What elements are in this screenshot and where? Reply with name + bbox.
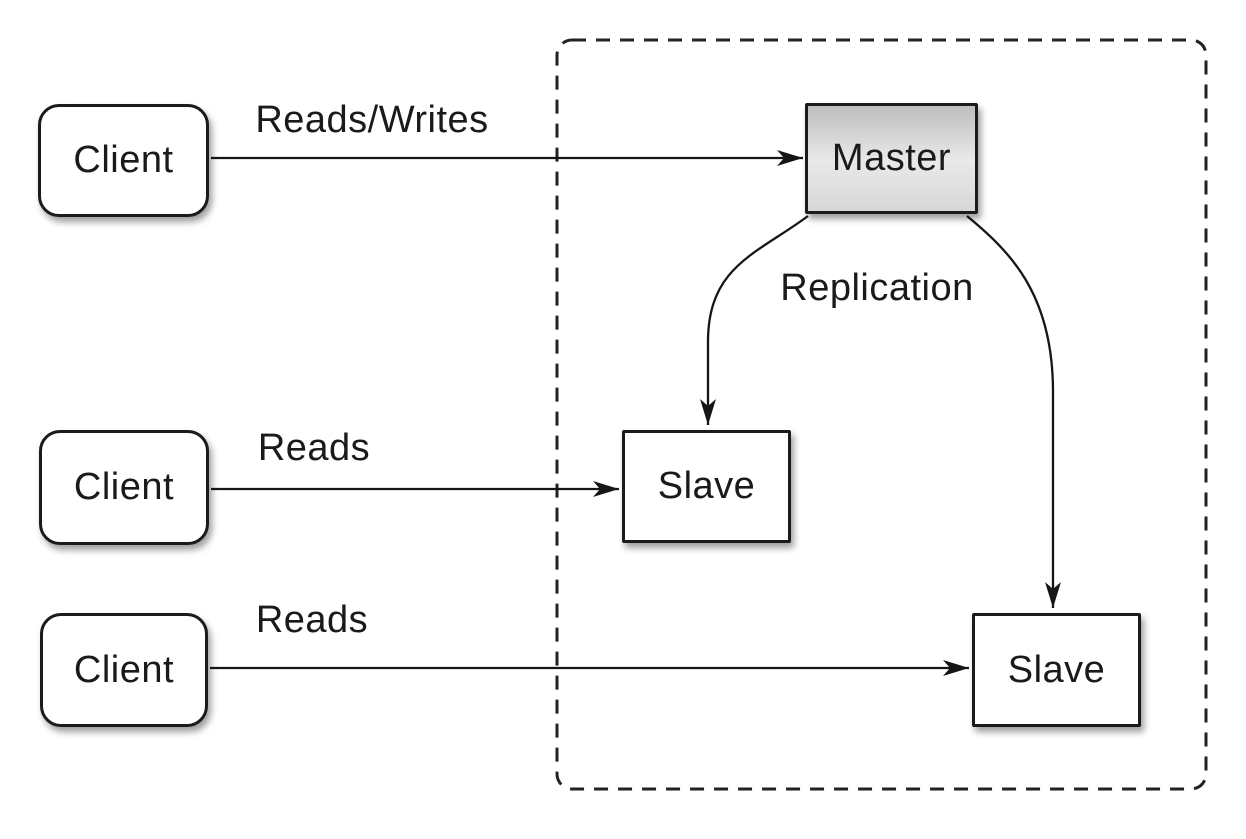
node-slave-2-label: Slave <box>1007 648 1106 691</box>
node-client-2-label: Client <box>73 466 175 508</box>
node-slave-2: Slave <box>972 613 1141 727</box>
edge-label-replication: Replication <box>780 267 974 309</box>
edge-master-slave2-arrow <box>966 215 1061 608</box>
node-client-1: Client <box>38 104 209 217</box>
node-client-1-label: Client <box>73 139 174 181</box>
node-client-3-label: Client <box>73 648 175 691</box>
cluster-boundary <box>555 38 1208 791</box>
edge-label-reads-middle: Reads <box>257 427 371 469</box>
node-slave-1-label: Slave <box>657 465 756 507</box>
node-client-3: Client <box>40 613 208 727</box>
node-master-label: Master <box>831 137 952 179</box>
edge-label-reads-bottom: Reads <box>255 599 369 641</box>
edge-label-reads-writes: Reads/Writes <box>255 99 489 141</box>
node-master: Master <box>805 103 978 214</box>
edge-master-slave1-arrow <box>700 215 809 425</box>
node-slave-1: Slave <box>622 430 791 543</box>
node-client-2: Client <box>39 430 209 545</box>
